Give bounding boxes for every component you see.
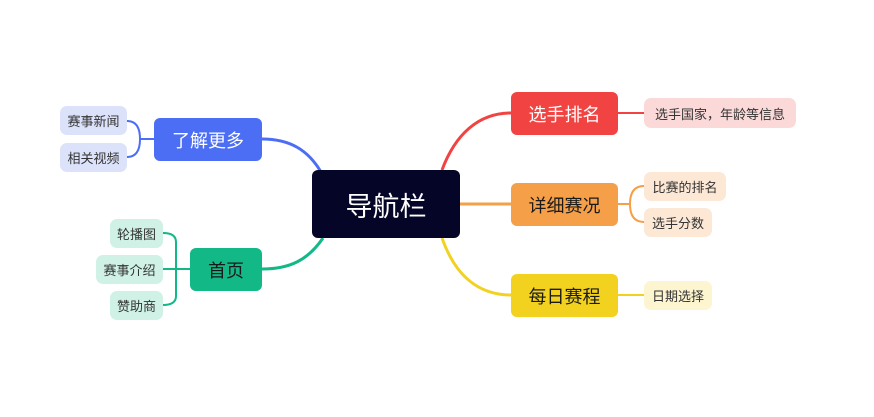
leaf-node-news[interactable]: 赛事新闻	[60, 106, 127, 135]
branch-node-schedule[interactable]: 每日赛程	[511, 274, 618, 317]
connector-more-leaf-2	[126, 138, 141, 158]
leaf-node-sponsors[interactable]: 赞助商	[110, 291, 163, 320]
leaf-node-player-score[interactable]: 选手分数	[644, 208, 712, 237]
leaf-node-player-info[interactable]: 选手国家，年龄等信息	[644, 98, 796, 128]
connector-more-leaf-1	[126, 120, 154, 140]
branch-node-ranking[interactable]: 选手排名	[511, 92, 618, 135]
root-node-nav[interactable]: 导航栏	[312, 170, 460, 238]
leaf-node-date-select[interactable]: 日期选择	[644, 281, 712, 310]
connector-root-ranking	[440, 111, 512, 171]
branch-node-more[interactable]: 了解更多	[154, 118, 262, 161]
branch-node-home[interactable]: 首页	[190, 248, 262, 291]
connector-root-schedule	[440, 237, 512, 297]
connector-home-leaf-3	[162, 269, 177, 306]
connector-detail-leaf-1	[618, 185, 645, 205]
connector-root-more	[261, 137, 323, 173]
leaf-node-carousel[interactable]: 轮播图	[110, 219, 163, 248]
connector-detail-leaf-2	[629, 203, 645, 223]
leaf-node-event-intro[interactable]: 赛事介绍	[96, 255, 163, 284]
leaf-node-match-ranking[interactable]: 比赛的排名	[644, 172, 726, 201]
branch-node-detail[interactable]: 详细赛况	[511, 183, 618, 226]
leaf-node-videos[interactable]: 相关视频	[60, 143, 127, 172]
connector-root-home	[261, 237, 325, 271]
connector-home-leaf-1	[162, 232, 190, 270]
